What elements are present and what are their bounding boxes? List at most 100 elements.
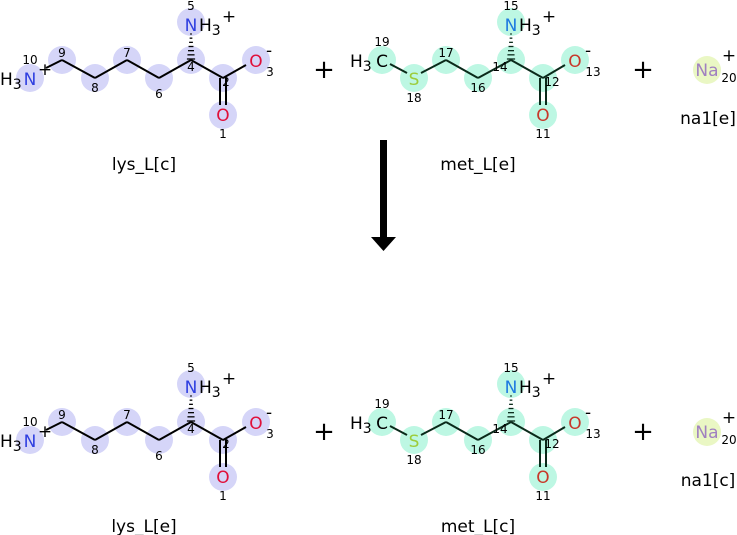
bond xyxy=(445,59,479,79)
molecule-name-na1: na1[e] xyxy=(680,109,736,129)
positive-charge: + xyxy=(38,422,52,442)
atom-number: 17 xyxy=(438,408,453,422)
molecule-name-met-L: met_L[c] xyxy=(441,517,515,535)
nitrogen-atom: N xyxy=(185,16,198,36)
positive-charge: + xyxy=(722,46,736,66)
atom-number: 13 xyxy=(585,65,600,79)
nitrogen-atom: N xyxy=(505,378,518,398)
atom-highlight xyxy=(209,463,237,491)
positive-charge: + xyxy=(722,408,736,428)
atom-highlight xyxy=(561,408,589,436)
carbon-atom: C xyxy=(376,52,388,72)
nitrogen-atom: N xyxy=(185,378,198,398)
bond xyxy=(45,59,63,69)
atom-number: 20 xyxy=(721,433,736,447)
bond xyxy=(158,59,192,79)
atom-number: 12 xyxy=(544,437,559,451)
atom-number: 4 xyxy=(187,60,195,74)
atom-number: 12 xyxy=(544,75,559,89)
molecule-name-na1: na1[c] xyxy=(681,471,736,491)
atom-number: 9 xyxy=(58,46,66,60)
atom-highlight xyxy=(693,56,721,84)
oxygen-atom: O xyxy=(536,106,549,126)
positive-charge: + xyxy=(38,60,52,80)
bond xyxy=(190,421,224,441)
atom-number: 11 xyxy=(535,489,550,503)
atom-number: 10 xyxy=(22,53,37,67)
bond xyxy=(61,59,96,79)
atom-number: 16 xyxy=(470,81,485,95)
atom-highlight xyxy=(16,426,44,454)
atom-number: 19 xyxy=(374,397,389,411)
h3-label: H3 xyxy=(519,16,541,39)
atom-number: 17 xyxy=(438,46,453,60)
h3-label: H3 xyxy=(0,70,22,93)
nitrogen-atom: N xyxy=(24,70,37,90)
molecule-name-lys-L: lys_L[c] xyxy=(112,155,176,175)
atom-highlight xyxy=(242,408,270,436)
bond xyxy=(126,59,160,79)
negative-charge: - xyxy=(585,403,591,423)
plus-sign: + xyxy=(313,417,335,447)
atom-number: 11 xyxy=(535,127,550,141)
atom-number: 5 xyxy=(187,361,195,375)
oxygen-atom: O xyxy=(568,52,581,72)
molecule-name-met-L: met_L[e] xyxy=(440,155,515,175)
atom-highlight xyxy=(693,418,721,446)
h3-label: H3 xyxy=(350,414,372,437)
atom-number: 18 xyxy=(406,453,421,467)
atom-number: 8 xyxy=(91,81,99,95)
atom-highlight xyxy=(177,370,205,398)
h3-label: H3 xyxy=(519,378,541,401)
bond xyxy=(420,421,447,436)
negative-charge: - xyxy=(266,403,272,423)
atom-number: 14 xyxy=(492,60,507,74)
bond xyxy=(389,425,408,436)
bond xyxy=(61,421,96,441)
positive-charge: + xyxy=(222,369,236,389)
h3-label: H3 xyxy=(0,432,22,455)
plus-sign: + xyxy=(313,55,335,85)
oxygen-atom: O xyxy=(249,52,262,72)
atom-highlight xyxy=(400,64,428,92)
atom-number: 8 xyxy=(91,443,99,457)
molecule-name-lys-L: lys_L[e] xyxy=(111,517,176,535)
atom-number: 2 xyxy=(222,75,230,89)
oxygen-atom: O xyxy=(249,414,262,434)
bond xyxy=(158,421,192,441)
sodium-atom: Na xyxy=(695,423,718,443)
plus-sign: + xyxy=(632,417,654,447)
positive-charge: + xyxy=(222,7,236,27)
nitrogen-atom: N xyxy=(505,16,518,36)
atom-number: 13 xyxy=(585,427,600,441)
oxygen-atom: O xyxy=(216,468,229,488)
atom-highlight xyxy=(529,463,557,491)
atom-highlight xyxy=(529,101,557,129)
atom-number: 1 xyxy=(219,127,227,141)
reaction-arrow xyxy=(371,140,396,251)
bond xyxy=(542,64,566,79)
arrow-shaft xyxy=(380,140,387,238)
atom-number: 4 xyxy=(187,422,195,436)
atom-number: 7 xyxy=(123,408,131,422)
bond xyxy=(222,426,247,441)
atom-number: 20 xyxy=(721,71,736,85)
atom-number: 15 xyxy=(503,361,518,375)
negative-charge: - xyxy=(585,41,591,61)
bond xyxy=(542,426,566,441)
arrow-head xyxy=(371,237,396,251)
atom-number: 5 xyxy=(187,0,195,13)
atom-highlight xyxy=(497,370,525,398)
bond xyxy=(420,59,447,74)
sodium-atom: Na xyxy=(695,61,718,81)
atom-number: 10 xyxy=(22,415,37,429)
bond xyxy=(510,59,544,79)
bond xyxy=(389,63,408,74)
atom-number: 16 xyxy=(470,443,485,457)
